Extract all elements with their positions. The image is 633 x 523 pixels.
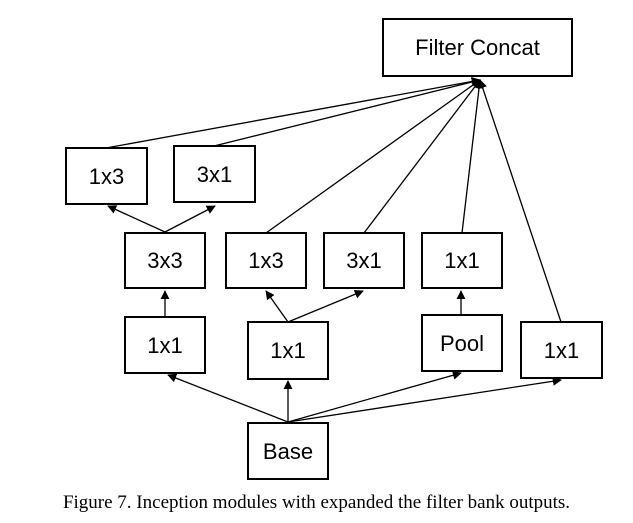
edge-1x3-to-concat bbox=[105, 76, 481, 149]
edge-3x3-to-3x1 bbox=[164, 205, 216, 233]
figure-caption: Figure 7. Inception modules with expande… bbox=[62, 492, 571, 513]
node-label: 1x3 bbox=[248, 248, 283, 273]
node-b2-1x1: 1x1 bbox=[247, 321, 329, 380]
edge-b4-1x1-to-concat bbox=[478, 79, 562, 323]
edges bbox=[105, 76, 562, 423]
node-pool: Pool bbox=[421, 314, 503, 372]
edge-b3-1x1-to-concat bbox=[461, 79, 484, 234]
edge-base-to-b4-low bbox=[287, 376, 562, 423]
edge-3x3-to-1x3 bbox=[107, 205, 166, 233]
node-label: 1x3 bbox=[89, 164, 124, 189]
edge-b2-1x3-to-concat bbox=[265, 79, 481, 234]
edge-b2-low-to-3x1 bbox=[287, 289, 364, 323]
node-label: Pool bbox=[440, 331, 484, 356]
node-label: 1x1 bbox=[147, 333, 182, 358]
edge-base-to-b1-low bbox=[167, 373, 289, 423]
inception-diagram: Filter Concat 1x3 3x1 3x3 1x3 3x1 1x1 1x… bbox=[65, 18, 603, 480]
node-label: Filter Concat bbox=[415, 35, 540, 60]
node-label: 1x1 bbox=[444, 248, 479, 273]
node-label: 3x1 bbox=[197, 162, 232, 187]
node-b2-1x3: 1x3 bbox=[225, 232, 307, 289]
node-label: 3x1 bbox=[346, 248, 381, 273]
edge-b2-low-to-1x3 bbox=[265, 290, 289, 323]
node-b4-1x1: 1x1 bbox=[520, 321, 603, 379]
node-base: Base bbox=[247, 422, 329, 480]
node-label: 1x1 bbox=[544, 338, 579, 363]
node-b1-1x3: 1x3 bbox=[65, 147, 148, 205]
edge-base-to-pool bbox=[287, 370, 462, 423]
node-b1-3x1: 3x1 bbox=[173, 145, 256, 203]
node-label: 1x1 bbox=[270, 338, 305, 363]
node-b3-1x1: 1x1 bbox=[421, 232, 503, 289]
node-label: Base bbox=[263, 439, 313, 464]
node-label: 3x3 bbox=[147, 248, 182, 273]
node-b2-3x1: 3x1 bbox=[323, 232, 405, 289]
edge-3x1-to-concat bbox=[213, 77, 481, 147]
node-filter-concat: Filter Concat bbox=[382, 18, 573, 77]
node-b1-3x3: 3x3 bbox=[124, 232, 206, 289]
edge-b2-3x1-to-concat bbox=[363, 79, 481, 234]
node-b1-1x1: 1x1 bbox=[124, 316, 206, 374]
